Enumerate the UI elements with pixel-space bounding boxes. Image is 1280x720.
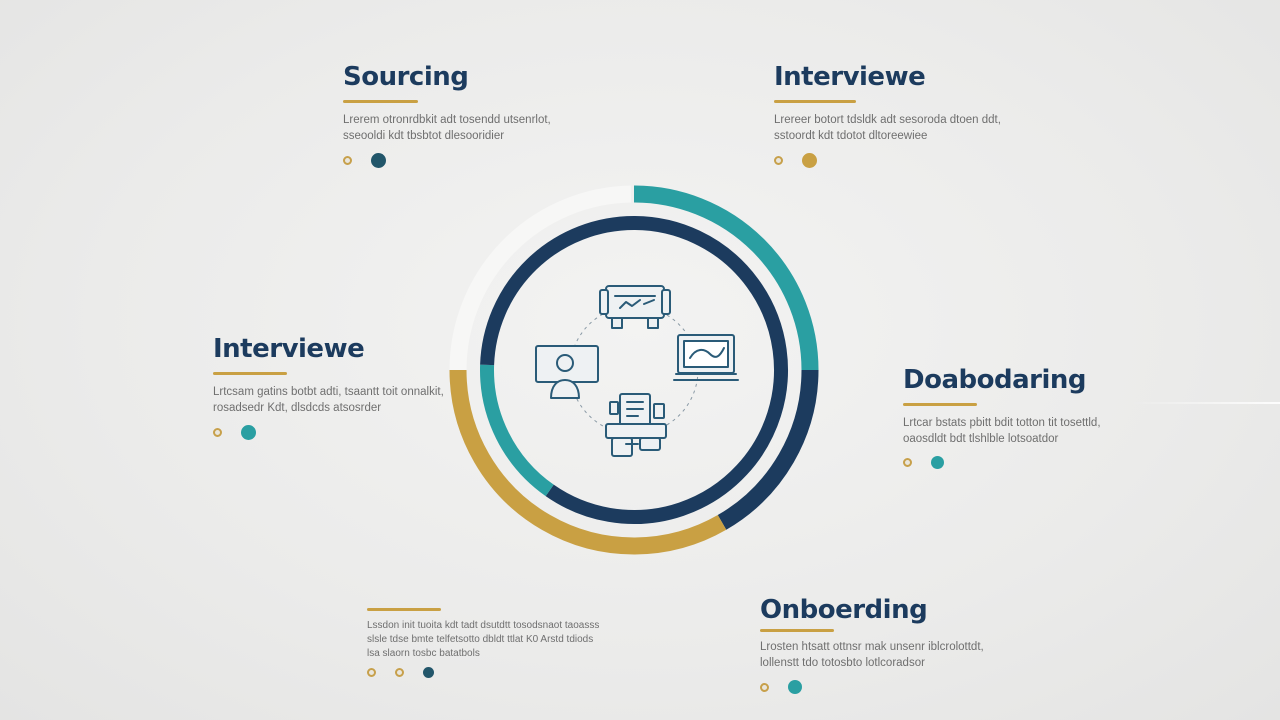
stage-bottom-left: Lssdon init tuoita kdt tadt dsutdtt toso…	[367, 606, 599, 678]
stage-indicator-dots	[343, 153, 551, 168]
stage-rule	[760, 629, 834, 632]
stage-sourcing: Sourcing Lrerem otronrdbkit adt tosendd …	[343, 64, 551, 168]
indicator-ring	[395, 668, 404, 677]
outer-gold-arc	[449, 369, 727, 555]
inner-navy-arc	[545, 216, 788, 524]
indicator-dot	[423, 667, 434, 678]
stage-doaboarding: Doabodaring Lrtcar bstats pbitt bdit tot…	[903, 367, 1101, 469]
inner-teal-arc	[480, 364, 554, 497]
stage-indicator-dots	[213, 425, 444, 440]
outer-teal-arc	[633, 185, 819, 371]
cycle-rings	[449, 185, 819, 555]
outer-white-arc	[449, 185, 632, 371]
stage-title-sourcing: Sourcing	[343, 62, 469, 92]
stage-rule	[213, 372, 287, 375]
screening-laptop-icon	[673, 334, 739, 381]
indicator-dot	[802, 153, 817, 168]
stage-onboarding: Onboerding Lrosten htsatt ottnsr mak uns…	[760, 597, 984, 694]
indicator-dot	[371, 153, 386, 168]
stage-description: Lrtcar bstats pbitt bdit totton tit tose…	[903, 417, 1101, 445]
stage-interview-top: Interviewe Lrereer botort tdsldk adt ses…	[774, 64, 1001, 168]
stage-rule	[343, 100, 418, 103]
stage-title-interview: Interviewe	[213, 334, 365, 364]
stage-description: Lrerem otronrdbkit adt tosendd utsenrlot…	[343, 114, 551, 142]
indicator-ring	[213, 428, 222, 437]
indicator-dot	[241, 425, 256, 440]
outer-navy-arc	[717, 369, 819, 530]
indicator-ring	[343, 156, 352, 165]
stage-indicator-dots	[903, 456, 1101, 469]
stage-title-doaboarding: Doabodaring	[903, 365, 1086, 395]
document-workstation-icon	[605, 393, 667, 457]
indicator-dot	[788, 680, 802, 694]
indicator-ring	[774, 156, 783, 165]
stage-description: Lrereer botort tdsldk adt sesoroda dtoen…	[774, 114, 1001, 142]
stage-indicator-dots	[367, 667, 599, 678]
stage-description: Lssdon init tuoita kdt tadt dsutdtt toso…	[367, 620, 600, 659]
indicator-dot	[931, 456, 944, 469]
stage-rule	[774, 100, 856, 103]
stage-description: Lrosten htsatt ottnsr mak unsenr iblcrol…	[760, 641, 984, 669]
stage-indicator-dots	[760, 680, 984, 694]
stage-title-onboarding: Onboerding	[760, 595, 928, 625]
light-streak	[1130, 402, 1280, 404]
indicator-ring	[760, 682, 769, 692]
indicator-ring	[367, 668, 376, 677]
job-board-icon	[599, 285, 671, 329]
inner-navy-arc-2	[480, 216, 635, 366]
stage-description: Lrtcsam gatins botbt adti, tsaantt toit …	[213, 386, 444, 414]
stage-interview-left: Interviewe Lrtcsam gatins botbt adti, ts…	[213, 336, 444, 440]
stage-rule	[903, 403, 977, 406]
indicator-ring	[903, 458, 912, 467]
stage-indicator-dots	[774, 153, 1001, 168]
stage-rule	[367, 608, 441, 611]
stage-title-interview: Interviewe	[774, 62, 926, 92]
video-interview-icon	[535, 345, 599, 399]
